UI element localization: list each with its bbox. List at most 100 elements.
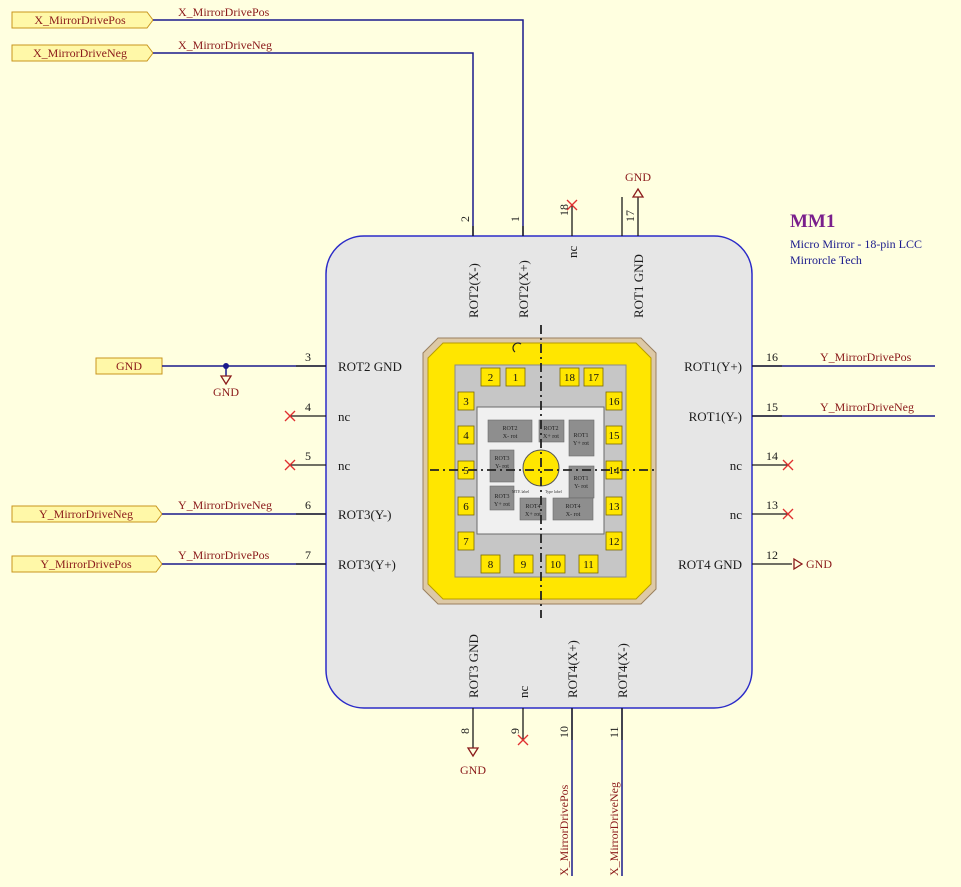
- svg-text:Y- rot: Y- rot: [574, 484, 588, 490]
- package-pad-number: 5: [463, 465, 469, 477]
- package-pad-number: 18: [564, 372, 576, 384]
- svg-text:ROT2: ROT2: [544, 426, 559, 432]
- pin-name-12: ROT4 GND: [678, 557, 742, 572]
- svg-text:ROT3: ROT3: [495, 456, 510, 462]
- pin-number-7: 7: [305, 548, 311, 562]
- port-y-drive-neg-label: Y_MirrorDriveNeg: [39, 507, 133, 521]
- package-pad-number: 12: [609, 536, 620, 548]
- package-pad-10: [545, 554, 566, 574]
- pin-name-17: ROT1 GND: [631, 254, 646, 318]
- package-pad-number: 7: [463, 536, 469, 548]
- port-x-drive-pos[interactable]: X_MirrorDrivePos: [11, 11, 154, 29]
- svg-text:X+ rot: X+ rot: [543, 434, 559, 440]
- package-pad-13: [605, 496, 623, 516]
- gnd-symbol-right-label: GND: [806, 557, 832, 571]
- pin-name-11: ROT4(X-): [615, 643, 630, 698]
- pin-name-15: ROT1(Y-): [689, 409, 742, 424]
- nc-cross-pin18: [566, 199, 578, 211]
- pin-names: ROT2(X-) ROT2(X+) nc ROT1 GND ROT2 GND n…: [338, 246, 742, 699]
- gnd-symbol-bottom[interactable]: GND: [460, 747, 486, 777]
- component-manufacturer: Mirrorcle Tech: [790, 253, 862, 267]
- package-pad-9: [513, 554, 534, 574]
- package-small-labels: MTE label Type label: [512, 489, 563, 494]
- port-gnd[interactable]: GND: [95, 357, 163, 375]
- package-pad-number: 11: [583, 559, 594, 571]
- package-pad-18: [559, 367, 580, 387]
- port-y-drive-neg[interactable]: Y_MirrorDriveNeg: [11, 505, 163, 523]
- svg-text:ROT2: ROT2: [503, 426, 518, 432]
- package-pad-1: [505, 367, 526, 387]
- actuator-blocks: [487, 419, 595, 521]
- pin-number-10: 10: [557, 726, 571, 738]
- pin-number-3: 3: [305, 350, 311, 364]
- pin-number-17: 17: [623, 210, 637, 222]
- gnd-symbol-bottom-label: GND: [460, 763, 486, 777]
- pin-number-4: 4: [305, 400, 311, 414]
- pin-name-2: ROT2(X-): [466, 263, 481, 318]
- pin-name-14: nc: [730, 458, 743, 473]
- package-pad-8: [480, 554, 501, 574]
- package-pad-number: 1: [513, 372, 519, 384]
- nc-cross-pin4: [284, 410, 296, 422]
- package-pad-number: 14: [609, 465, 621, 477]
- net-label-x-pos: X_MirrorDrivePos: [178, 5, 270, 19]
- svg-text:ROT4: ROT4: [526, 504, 541, 510]
- gnd-symbol-top-label: GND: [625, 170, 651, 184]
- pin-stubs: [290, 197, 792, 748]
- pin-name-5: nc: [338, 458, 351, 473]
- center-axes: [430, 325, 656, 618]
- net-label-y-neg-left: Y_MirrorDriveNeg: [178, 498, 272, 512]
- pin-number-1: 1: [508, 216, 522, 222]
- wire-x-neg[interactable]: [153, 52, 474, 236]
- pin-name-9: nc: [516, 686, 531, 699]
- pin-number-2: 2: [458, 216, 472, 222]
- package-pad-number: 13: [609, 501, 621, 513]
- pin-number-5: 5: [305, 449, 311, 463]
- wire-x-pos[interactable]: [153, 19, 524, 236]
- net-label-y-neg-right: Y_MirrorDriveNeg: [820, 400, 914, 414]
- net-label-x-neg: X_MirrorDriveNeg: [178, 38, 272, 52]
- component-description: Micro Mirror - 18-pin LCC: [790, 237, 922, 251]
- gnd-symbol-right[interactable]: GND: [793, 557, 832, 571]
- package-pad-16: [605, 391, 623, 411]
- nc-markers: [284, 199, 794, 746]
- nc-cross-pin9: [517, 734, 529, 746]
- pin-number-13: 13: [766, 498, 778, 512]
- svg-text:ROT3: ROT3: [495, 494, 510, 500]
- pin-name-18: nc: [565, 246, 580, 259]
- svg-text:Y- rot: Y- rot: [495, 464, 509, 470]
- net-label-y-pos-right: Y_MirrorDrivePos: [820, 350, 912, 364]
- package-pad-number: 10: [550, 559, 562, 571]
- package-pad-number: 2: [488, 372, 494, 384]
- svg-text:ROT1: ROT1: [574, 433, 589, 439]
- svg-text:MTE label: MTE label: [512, 489, 530, 494]
- port-gnd-label: GND: [116, 359, 142, 373]
- package-pad-number: 9: [521, 559, 527, 571]
- port-x-drive-neg[interactable]: X_MirrorDriveNeg: [11, 44, 154, 62]
- package-pad-12: [605, 531, 623, 551]
- package-pad-4: [457, 425, 475, 445]
- gnd-symbol-top[interactable]: GND: [625, 170, 651, 198]
- pin-number-16: 16: [766, 350, 778, 364]
- component-designator: MM1: [790, 211, 835, 232]
- port-y-drive-pos[interactable]: Y_MirrorDrivePos: [11, 555, 163, 573]
- pin-number-12: 12: [766, 548, 778, 562]
- svg-text:ROT1: ROT1: [574, 476, 589, 482]
- package-pad-7: [457, 531, 475, 551]
- package-pad-number: 6: [463, 501, 469, 513]
- svg-text:X- rot: X- rot: [566, 512, 581, 518]
- port-x-drive-neg-label: X_MirrorDriveNeg: [33, 46, 127, 60]
- pin-number-14: 14: [766, 449, 778, 463]
- package-pad-2: [480, 367, 501, 387]
- gnd-symbol-left[interactable]: GND: [213, 375, 239, 399]
- package-pad-number: 17: [588, 372, 600, 384]
- svg-text:Y+ rot: Y+ rot: [494, 502, 510, 508]
- pin-name-4: nc: [338, 409, 351, 424]
- package-pad-number: 4: [463, 430, 469, 442]
- svg-text:Y+ rot: Y+ rot: [573, 441, 589, 447]
- package-pad-3: [457, 391, 475, 411]
- pin-number-9: 9: [508, 728, 522, 734]
- package-pad-11: [578, 554, 599, 574]
- package-pad-17: [583, 367, 604, 387]
- pin-numbers: 2 1 18 17 3 4 5 6 7 16 15 14 13 12 8 9 1…: [305, 204, 778, 738]
